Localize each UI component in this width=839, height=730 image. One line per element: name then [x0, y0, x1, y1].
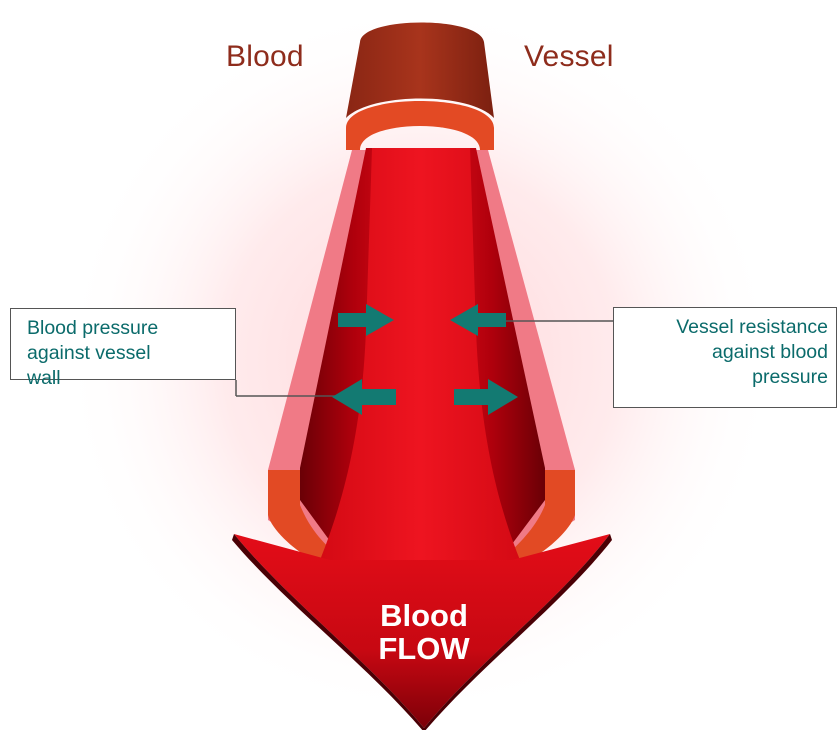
callout-right-line: Vessel resistance — [624, 315, 828, 340]
header-word-vessel: Vessel — [524, 40, 614, 74]
callout-right-line: against blood — [624, 340, 828, 365]
header-word-blood: Blood — [226, 40, 304, 74]
callout-left-line: Blood pressure — [27, 316, 225, 341]
callout-vessel-resistance: Vessel resistance against blood pressure — [613, 307, 837, 408]
flow-label-line2: FLOW — [324, 632, 524, 666]
callout-right-line: pressure — [624, 365, 828, 390]
callout-left-line: against vessel — [27, 341, 225, 366]
callout-blood-pressure: Blood pressure against vessel wall — [10, 308, 236, 380]
flow-label-line1: Blood — [324, 599, 524, 633]
callout-left-line: wall — [27, 366, 225, 391]
